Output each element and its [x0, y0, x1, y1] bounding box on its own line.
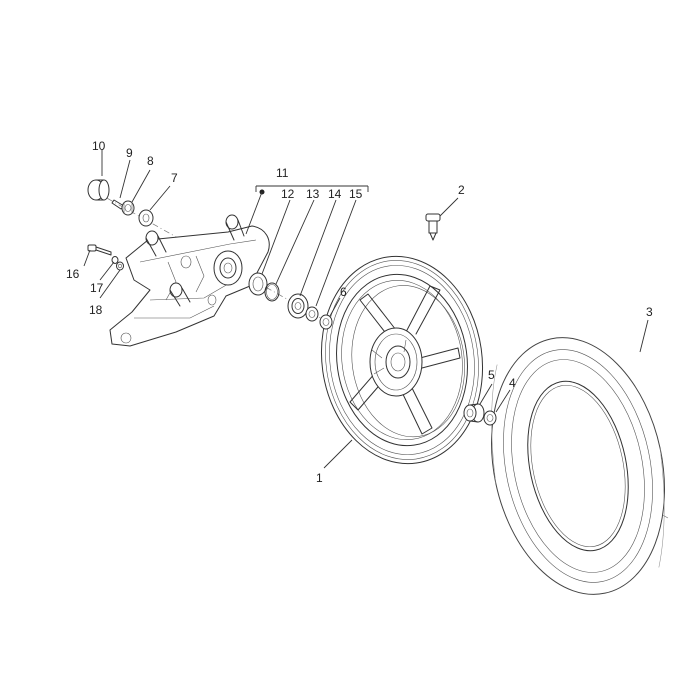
wheel-rim	[320, 255, 484, 465]
lock-washer	[111, 256, 119, 264]
shim-washer	[319, 314, 333, 330]
nut	[138, 209, 154, 227]
callout-16: 16	[66, 267, 80, 281]
callout-5: 5	[488, 368, 495, 382]
castle-nut	[121, 200, 135, 216]
callout-1: 1	[316, 471, 323, 485]
callout-15: 15	[349, 187, 363, 201]
callout-2: 2	[458, 183, 465, 197]
wheel-spokes	[349, 285, 461, 435]
kit-group-bracket	[255, 185, 369, 195]
bearing	[287, 293, 309, 319]
callout-6: 6	[340, 285, 347, 299]
callout-10: 10	[92, 139, 106, 153]
callout-12: 12	[281, 187, 295, 201]
callout-17: 17	[90, 281, 104, 295]
wheel-hub	[369, 327, 423, 397]
spacer-bushing	[463, 403, 485, 423]
seal-ring	[248, 272, 268, 296]
callout-14: 14	[328, 187, 342, 201]
bolt	[87, 244, 112, 256]
callout-labels: 10 9 8 7 11 12 13 14 15 2 6 3 16 17 18 5…	[66, 139, 653, 485]
hub-cap	[87, 179, 110, 201]
circlip	[264, 282, 280, 302]
swingarm-bracket	[109, 214, 270, 347]
inner-spacer	[305, 306, 319, 322]
callout-3: 3	[646, 305, 653, 319]
cotter-pin	[111, 199, 125, 210]
plain-washer	[116, 261, 124, 271]
callout-18: 18	[89, 303, 103, 317]
callout-7: 7	[171, 171, 178, 185]
tire	[491, 337, 665, 595]
leader-lines	[83, 150, 649, 469]
callout-8: 8	[147, 154, 154, 168]
tire-valve	[425, 213, 441, 241]
callout-13: 13	[306, 187, 320, 201]
washer	[483, 410, 497, 426]
callout-4: 4	[509, 376, 516, 390]
callout-9: 9	[126, 146, 133, 160]
callout-11: 11	[276, 166, 289, 180]
